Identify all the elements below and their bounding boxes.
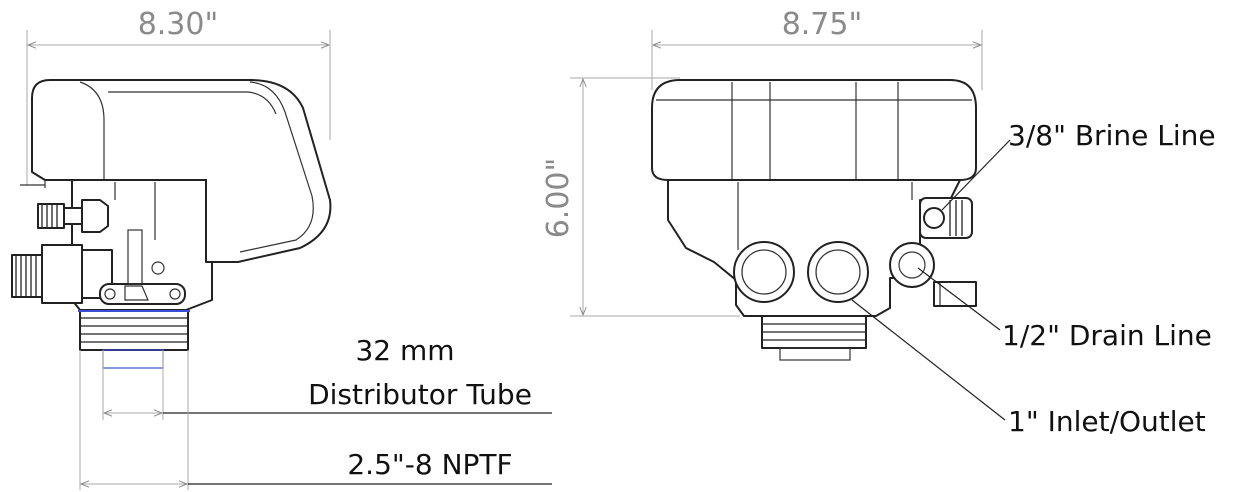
height-dimension: 6.00" [541,77,740,317]
drain-line-label: 1/2" Drain Line [1002,319,1212,352]
side-width-label: 8.30" [138,7,219,42]
distributor-dimension: 32 mm Distributor Tube [102,334,552,420]
front-width-dimension: 8.75" [651,7,983,90]
drain-fitting [889,242,977,307]
distributor-tube-label: Distributor Tube [308,378,532,411]
front-thread-collar [761,315,867,361]
outlet-port [807,241,869,303]
inlet-outlet-label: 1" Inlet/Outlet [1008,405,1206,438]
height-label: 6.00" [541,158,576,239]
side-thread-collar [78,309,190,369]
thread-spec-label: 2.5"-8 NPTF [347,448,512,481]
side-brine-fitting [37,199,109,233]
side-clip [99,229,186,305]
side-width-dimension: 8.30" [26,7,331,185]
side-view: 8.30" [11,7,552,490]
distributor-size-label: 32 mm [355,334,454,367]
side-drain-fitting [11,244,113,304]
side-cover [31,79,332,263]
inlet-port [733,241,795,303]
front-cover [651,79,977,181]
brine-fitting [919,197,973,239]
brine-line-label: 3/8" Brine Line [1008,119,1216,152]
front-view: 8.75" 6.00" [541,7,1216,438]
front-width-label: 8.75" [782,7,863,42]
thread-dimension: 2.5"-8 NPTF [79,350,552,490]
